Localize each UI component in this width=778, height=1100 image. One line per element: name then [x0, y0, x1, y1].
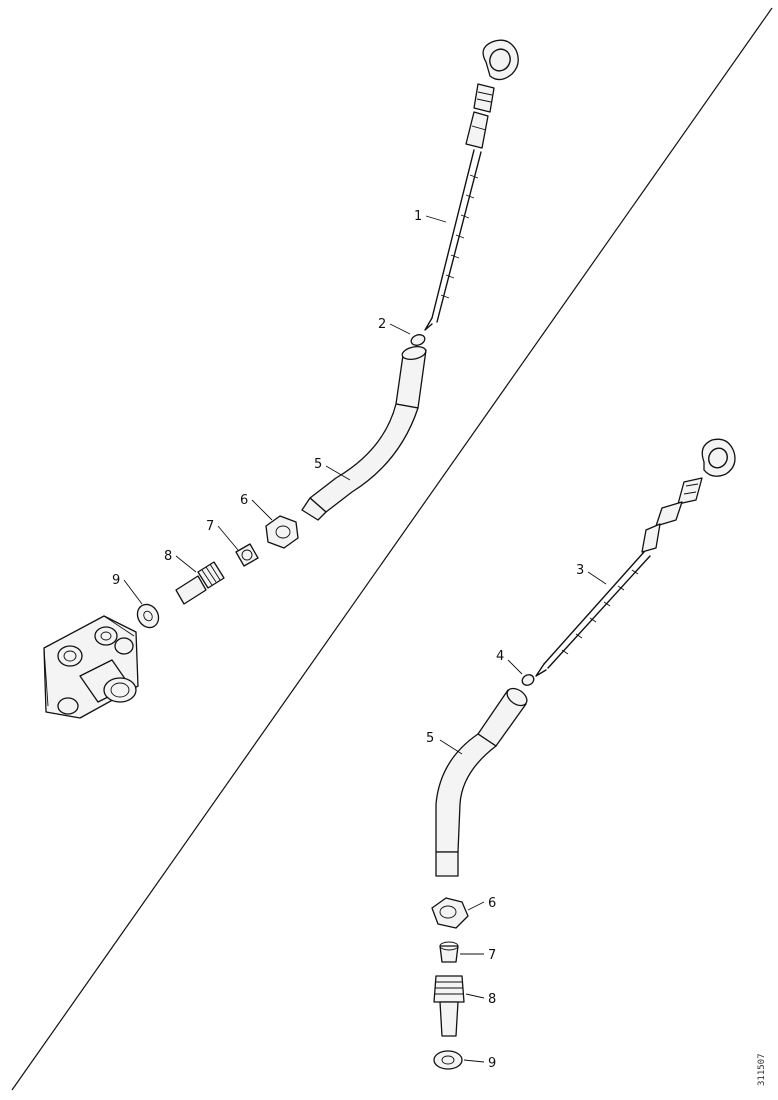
callout-4: 4 — [496, 649, 504, 664]
callout-leaders-upper — [123, 215, 447, 605]
guide-tube-5-lower — [435, 687, 528, 877]
adapter-8-lower — [433, 975, 465, 1037]
adapter-8-upper — [175, 561, 225, 605]
callout-5-upper: 5 — [314, 457, 322, 472]
callout-6-upper: 6 — [240, 493, 248, 508]
callout-7-upper: 7 — [206, 519, 214, 534]
callout-8-upper: 8 — [164, 549, 172, 564]
callout-leaders-lower — [439, 571, 607, 1063]
divider-line — [11, 7, 773, 1091]
callout-3: 3 — [576, 563, 584, 578]
nut-6-lower — [431, 897, 469, 929]
callout-7-lower: 7 — [488, 948, 496, 963]
guide-tube-5-upper — [301, 345, 427, 521]
callout-8-lower: 8 — [488, 992, 496, 1007]
callout-6-lower: 6 — [488, 896, 496, 911]
washer-9-upper — [136, 603, 160, 629]
upper-assembly: 1 2 5 6 7 8 9 — [43, 39, 519, 719]
washer-9-lower — [433, 1050, 463, 1070]
callout-5-lower: 5 — [426, 731, 434, 746]
dipstick-1 — [424, 39, 519, 331]
lower-assembly: 3 4 5 6 7 8 9 — [426, 438, 736, 1071]
mounting-flange — [43, 615, 139, 719]
callout-1: 1 — [414, 209, 422, 224]
callout-2: 2 — [378, 317, 386, 332]
sleeve-7-lower — [439, 941, 459, 963]
callout-9-lower: 9 — [488, 1056, 496, 1071]
reference-code: 311507 — [757, 1053, 767, 1086]
sleeve-7-upper — [235, 543, 259, 567]
o-ring-2 — [410, 334, 426, 346]
o-ring-4 — [521, 674, 535, 686]
dipstick-3 — [535, 438, 736, 677]
nut-6-upper — [265, 515, 299, 549]
callout-9-upper: 9 — [112, 573, 120, 588]
